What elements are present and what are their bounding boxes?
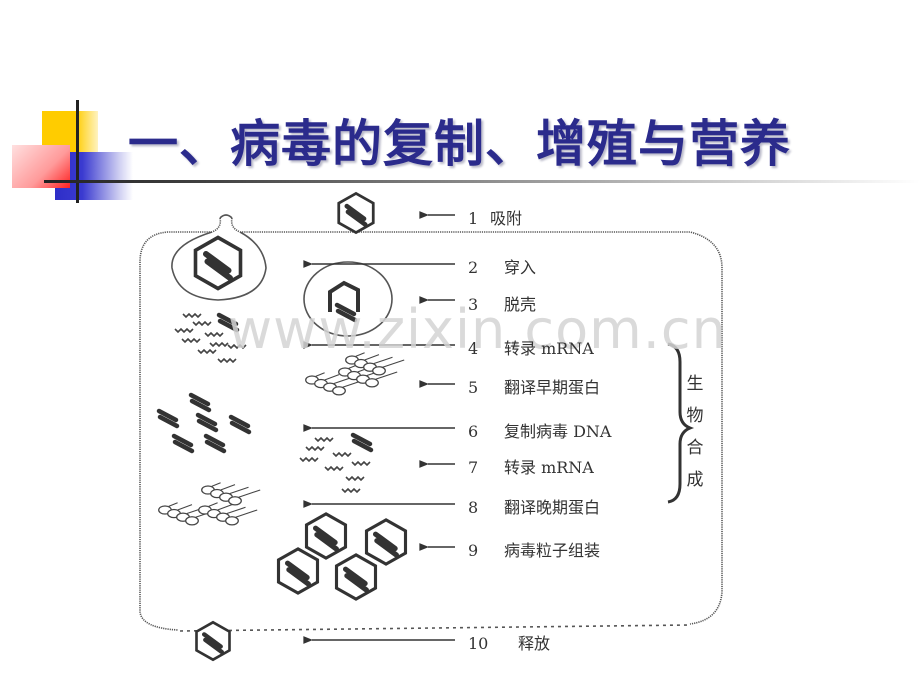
title-underline [44, 180, 920, 183]
slide-title: 一、病毒的复制、增殖与营养 [128, 115, 791, 173]
biosynthesis-group-label: 生 物 合 成 [686, 374, 704, 490]
vertical-rule [76, 100, 79, 203]
